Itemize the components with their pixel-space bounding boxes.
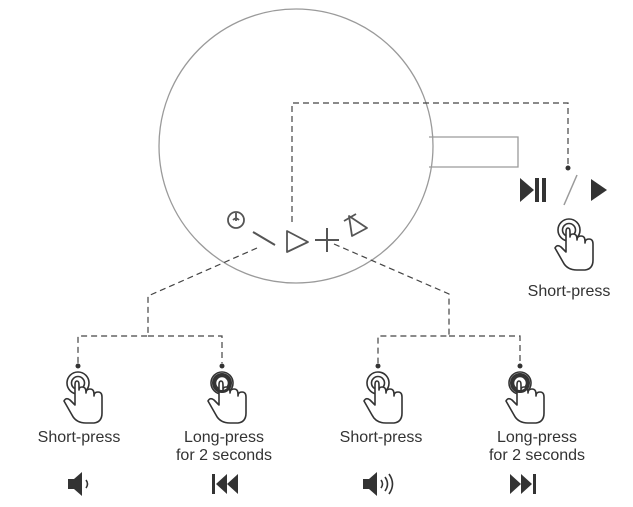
vol-down-short-press-label: Short-press: [37, 429, 121, 446]
hold-ring-icon: [510, 373, 530, 393]
volume-up-icon: [363, 472, 394, 496]
vol-up-short-press-label: Short-press: [339, 429, 423, 446]
tap-hand-icon: [554, 218, 594, 271]
bluetooth-pair-icon[interactable]: [343, 213, 368, 237]
power-icon[interactable]: [227, 211, 245, 229]
tap-hand-icon: [363, 371, 403, 424]
minus-icon[interactable]: [252, 231, 276, 246]
connector-dot: [375, 363, 381, 369]
play-short-press-label: Short-press: [527, 283, 611, 300]
hold-ring-icon: [212, 373, 232, 393]
connector-minus: [77, 247, 258, 363]
vol-up-long-line2: for 2 seconds: [488, 447, 586, 464]
slash-divider: [563, 174, 578, 206]
vol-up-long-line1: Long-press: [496, 429, 578, 446]
plus-icon[interactable]: [315, 228, 339, 252]
vol-down-long-press-label: Long-press for 2 seconds: [167, 429, 281, 465]
play-icon[interactable]: [286, 230, 309, 253]
connector-dot: [565, 165, 571, 171]
connector-dot: [517, 363, 523, 369]
previous-track-icon: [212, 474, 238, 494]
next-track-icon: [510, 474, 536, 494]
connector-dot: [219, 363, 225, 369]
connector-dot: [75, 363, 81, 369]
speaker-device: [158, 8, 519, 284]
vol-down-long-line2: for 2 seconds: [175, 447, 273, 464]
vol-up-long-press-label: Long-press for 2 seconds: [475, 429, 599, 465]
tap-hand-icon: [63, 371, 103, 424]
play-result-icon: [591, 179, 607, 201]
play-pause-icon: [520, 178, 546, 202]
connector-plus: [333, 243, 521, 363]
vol-down-long-line1: Long-press: [183, 429, 265, 446]
connector-play: [291, 102, 569, 222]
volume-down-icon: [68, 472, 89, 496]
